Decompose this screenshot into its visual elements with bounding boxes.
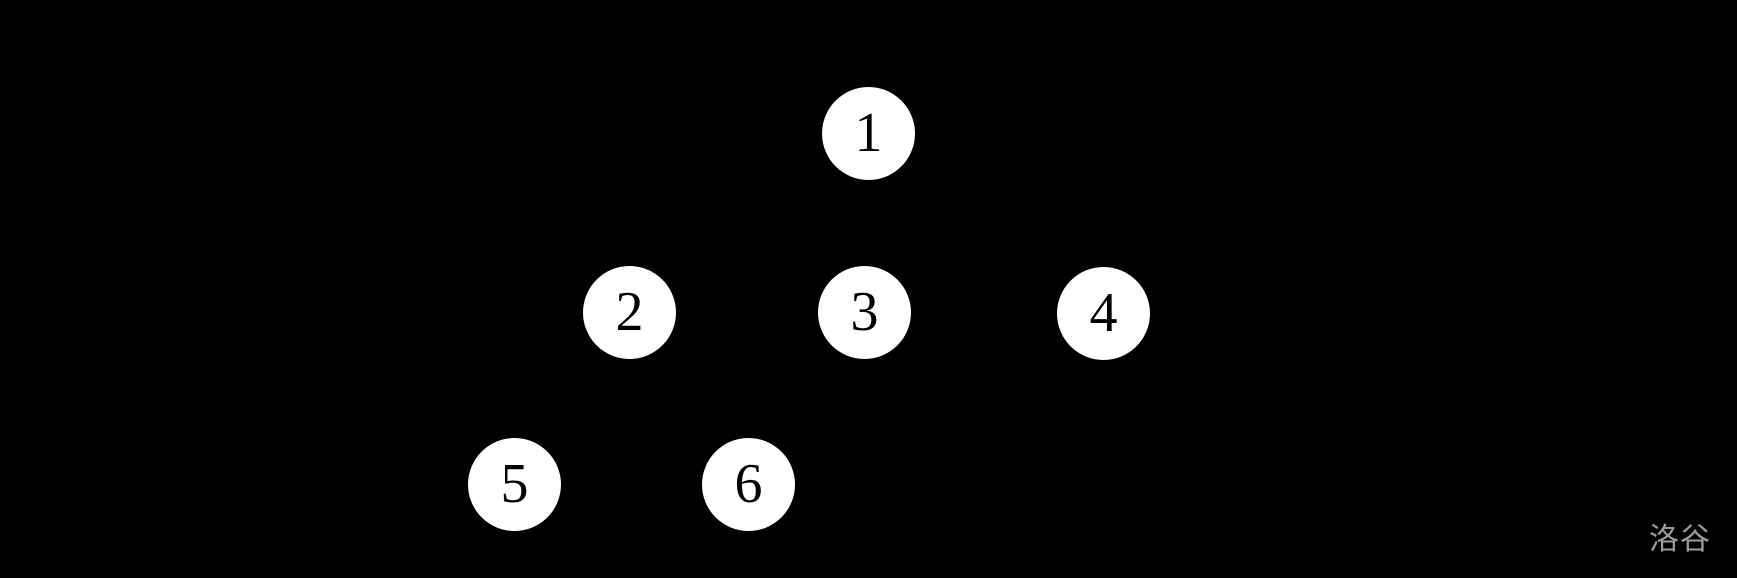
tree-node-2: 2 <box>583 266 676 359</box>
tree-node-6: 6 <box>702 438 795 531</box>
tree-node-4: 4 <box>1057 267 1150 360</box>
luogu-watermark: 洛谷 <box>1649 522 1711 557</box>
tree-node-3: 3 <box>818 266 911 359</box>
tree-node-5: 5 <box>468 438 561 531</box>
tree-node-1: 1 <box>822 87 915 180</box>
